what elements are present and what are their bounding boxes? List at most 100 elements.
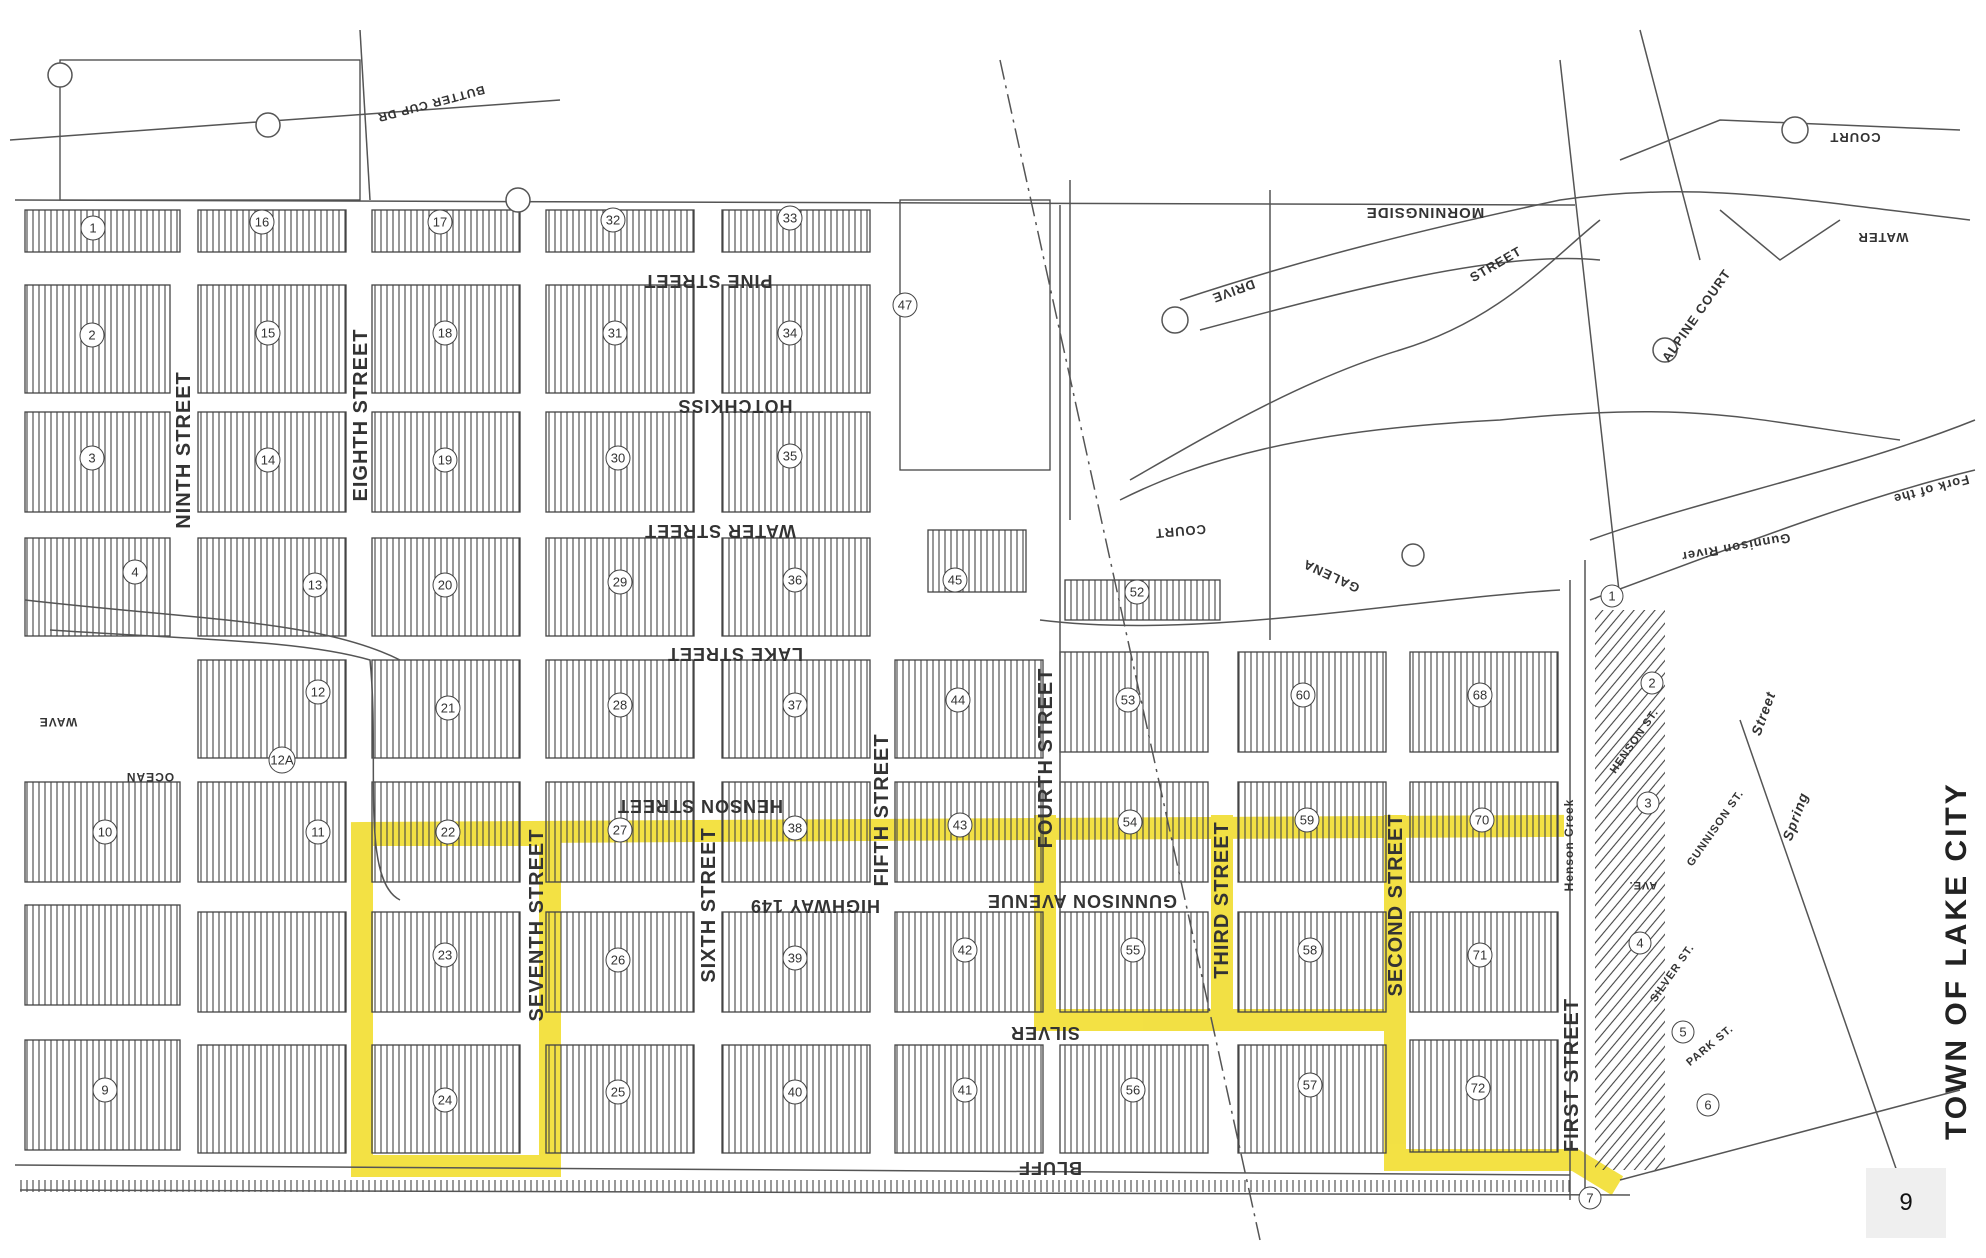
svg-text:15: 15 (261, 326, 275, 341)
first-street-label: FIRST STREET (1561, 998, 1583, 1152)
block-number: 58 (1297, 937, 1323, 963)
block-number: 40 (782, 1079, 808, 1105)
block-number: 1 (1600, 584, 1624, 608)
svg-text:58: 58 (1303, 943, 1317, 958)
svg-text:3: 3 (1644, 796, 1651, 811)
svg-text:30: 30 (611, 451, 625, 466)
svg-text:12: 12 (311, 685, 325, 700)
block-number: 41 (952, 1077, 978, 1103)
block-number: 4 (122, 559, 148, 585)
svg-text:31: 31 (608, 326, 622, 341)
block-number: 47 (892, 292, 918, 318)
block-number: 55 (1120, 937, 1146, 963)
block-number: 38 (782, 815, 808, 841)
block-number: 12 (305, 679, 331, 705)
svg-text:47: 47 (898, 298, 912, 313)
svg-text:32: 32 (606, 213, 620, 228)
fourth-street-label: FOURTH STREET (1035, 668, 1057, 849)
svg-text:7: 7 (1586, 1191, 1593, 1206)
svg-text:25: 25 (611, 1085, 625, 1100)
svg-text:3: 3 (88, 451, 95, 466)
block-number: 68 (1467, 682, 1493, 708)
block-number: 53 (1115, 687, 1141, 713)
block-number: 12A (268, 746, 296, 774)
svg-text:35: 35 (783, 449, 797, 464)
svg-text:27: 27 (613, 823, 627, 838)
bluff-label: BLUFF (1018, 1158, 1082, 1178)
block-number: 20 (432, 572, 458, 598)
svg-text:55: 55 (1126, 943, 1140, 958)
svg-text:11: 11 (311, 825, 325, 840)
svg-text:9: 9 (101, 1083, 108, 1098)
block-number: 26 (605, 947, 631, 973)
ocean-label: OCEAN (126, 770, 174, 784)
morningside-label: MORNINGSIDE (1366, 204, 1485, 221)
block-number: 34 (777, 320, 803, 346)
block-number: 15 (255, 320, 281, 346)
svg-text:57: 57 (1303, 1078, 1317, 1093)
block-number: 28 (607, 692, 633, 718)
block-number: 6 (1696, 1093, 1720, 1117)
svg-text:52: 52 (1130, 585, 1144, 600)
seventh-street-label: SEVENTH STREET (526, 829, 548, 1022)
svg-text:26: 26 (611, 953, 625, 968)
block-number: 33 (777, 205, 803, 231)
svg-text:40: 40 (788, 1085, 802, 1100)
henson-street-label: HENSON STREET (617, 796, 783, 816)
block-number: 25 (605, 1079, 631, 1105)
svg-text:43: 43 (953, 818, 967, 833)
svg-text:53: 53 (1121, 693, 1135, 708)
svg-text:1: 1 (89, 221, 96, 236)
svg-text:33: 33 (783, 211, 797, 226)
block-number: 1 (80, 215, 106, 241)
svg-text:68: 68 (1473, 688, 1487, 703)
hotchkiss-label: HOTCHKISS (677, 396, 792, 416)
block-number: 71 (1467, 942, 1493, 968)
svg-text:4: 4 (1636, 936, 1643, 951)
court-ne-label: COURT (1829, 130, 1880, 145)
svg-text:5: 5 (1679, 1025, 1686, 1040)
block-number: 2 (1640, 671, 1664, 695)
block-number: 10 (92, 819, 118, 845)
svg-text:70: 70 (1475, 813, 1489, 828)
svg-text:2: 2 (88, 328, 95, 343)
svg-text:12A: 12A (270, 753, 293, 768)
block-number: 57 (1297, 1072, 1323, 1098)
svg-text:39: 39 (788, 951, 802, 966)
block-number: 29 (607, 569, 633, 595)
second-street-label: SECOND STREET (1385, 813, 1407, 996)
eighth-street-label: EIGHTH STREET (350, 328, 372, 501)
svg-text:42: 42 (958, 943, 972, 958)
block-number: 27 (607, 817, 633, 843)
water-street-label: WATER STREET (644, 521, 796, 541)
svg-text:2: 2 (1648, 676, 1655, 691)
block-number: 16 (249, 209, 275, 235)
wave-label: WAVE (39, 715, 77, 729)
fifth-street-label: FIFTH STREET (871, 733, 893, 886)
sixth-street-label: SIXTH STREET (698, 827, 720, 982)
block-number: 42 (952, 937, 978, 963)
svg-text:60: 60 (1296, 688, 1310, 703)
pine-street-label: PINE STREET (643, 271, 772, 291)
block-number: 45 (942, 567, 968, 593)
block-number: 18 (432, 320, 458, 346)
block-number: 21 (435, 695, 461, 721)
block-number: 54 (1117, 809, 1143, 835)
svg-text:14: 14 (261, 453, 275, 468)
svg-text:36: 36 (788, 573, 802, 588)
block-number: 11 (305, 819, 331, 845)
svg-text:29: 29 (613, 575, 627, 590)
water-ne-label: WATER (1858, 230, 1909, 245)
svg-text:4: 4 (131, 565, 138, 580)
svg-text:10: 10 (98, 825, 112, 840)
svg-text:21: 21 (441, 701, 455, 716)
svg-text:24: 24 (438, 1093, 452, 1108)
svg-text:54: 54 (1123, 815, 1137, 830)
block-number: 14 (255, 447, 281, 473)
svg-text:28: 28 (613, 698, 627, 713)
svg-text:71: 71 (1473, 948, 1487, 963)
svg-text:17: 17 (433, 215, 447, 230)
block-number: 19 (432, 447, 458, 473)
block-number: 22 (435, 819, 461, 845)
